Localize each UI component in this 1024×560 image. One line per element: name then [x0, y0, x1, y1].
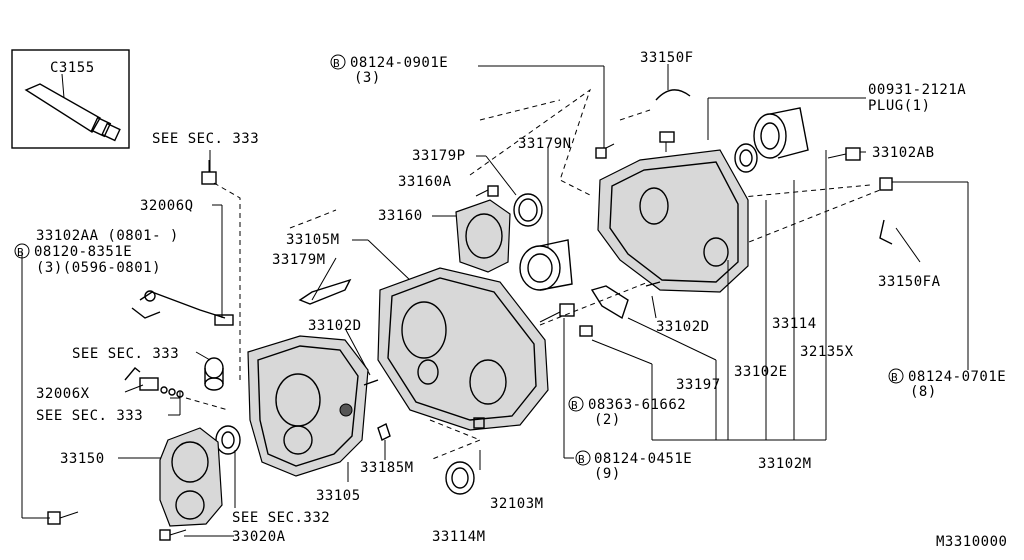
- label-see333-low: SEE SEC. 333: [36, 408, 143, 424]
- label-c3155: C3155: [50, 60, 95, 76]
- label-08363-qty: (2): [594, 412, 621, 428]
- bolt-symbol-0901: [330, 54, 346, 70]
- label-plug: PLUG(1): [868, 98, 931, 114]
- label-08124-0451e: 08124-0451E: [594, 451, 692, 467]
- plug-00931: [659, 131, 675, 152]
- label-08124-0701e: 08124-0701E: [908, 369, 1006, 385]
- label-08124-0901e: 08124-0901E: [350, 55, 448, 71]
- label-33179p: 33179P: [412, 148, 466, 164]
- label-08120-qty: (3)(0596-0801): [36, 260, 161, 276]
- bolt-08124-0701e: [879, 177, 893, 191]
- right-leader-lines: [432, 64, 969, 459]
- label-08124-0701e-qty: (8): [910, 384, 937, 400]
- harness-32006q: [131, 290, 234, 326]
- label-33179m: 33179M: [272, 252, 326, 268]
- label-00931: 00931-2121A: [868, 82, 966, 98]
- label-see332: SEE SEC.332: [232, 510, 330, 526]
- label-see333-top: SEE SEC. 333: [152, 131, 259, 147]
- label-33160: 33160: [378, 208, 423, 224]
- label-08363: 08363-61662: [588, 397, 686, 413]
- bolt-symbol-0451: [575, 450, 591, 466]
- bolt-33102ab: [827, 147, 861, 161]
- rear-cover-33150: [159, 427, 223, 527]
- label-08120: 08120-8351E: [34, 244, 132, 260]
- bolt-symbol-0701-text: B: [891, 371, 898, 384]
- bolt-symbol-08120-text: B: [17, 246, 24, 259]
- bolt-symbol-0451-text: B: [578, 453, 585, 466]
- label-08124-0901e-qty: (3): [354, 70, 381, 86]
- label-33114m: 33114M: [432, 529, 486, 545]
- bolt-33020a: [159, 529, 187, 541]
- bolt-symbol-08363-text: B: [571, 399, 578, 412]
- switch-32006x: [124, 367, 184, 398]
- bolt-symbol-08363: [568, 396, 584, 412]
- label-33150: 33150: [60, 451, 105, 467]
- label-33150f: 33150F: [640, 50, 694, 66]
- label-32103m: 32103M: [490, 496, 544, 512]
- pin-33102d-right: [645, 281, 661, 287]
- label-33102e: 33102E: [734, 364, 788, 380]
- bearing-retainer-33160: [455, 199, 511, 273]
- label-33179n: 33179N: [518, 136, 572, 152]
- label-08124-0451e-qty: (9): [594, 466, 621, 482]
- label-32135x: 32135X: [800, 344, 854, 360]
- bolt-08124-0451e: [539, 303, 575, 323]
- clip-33150fa: [879, 219, 893, 245]
- leader-lines: [21, 150, 481, 537]
- bolt-08124-0901e: [595, 143, 615, 159]
- label-33102d-left: 33102D: [308, 318, 362, 334]
- label-33150fa: 33150FA: [878, 274, 941, 290]
- bolt-symbol-08120: [14, 243, 30, 259]
- label-33114: 33114: [772, 316, 817, 332]
- clip-33150f: [655, 89, 691, 101]
- bolt-33160a: [475, 185, 499, 197]
- pin-33102d-left: [363, 379, 379, 386]
- bearing-32135x: [753, 107, 809, 159]
- label-33105m: 33105M: [286, 232, 340, 248]
- front-case-33102m: [597, 149, 749, 293]
- bolt-symbol-0701: [888, 368, 904, 384]
- seal-33179p: [513, 193, 543, 227]
- label-32006q: 32006Q: [140, 198, 194, 214]
- bolt-33102aa: [47, 511, 79, 525]
- label-32006x: 32006X: [36, 386, 90, 402]
- label-33185m: 33185M: [360, 460, 414, 476]
- label-33160a: 33160A: [398, 174, 452, 190]
- bolt-symbol-0901-text: B: [333, 57, 340, 70]
- seal-33179m: [298, 278, 352, 305]
- seal-33185m: [377, 423, 391, 441]
- bolt-32103m: [473, 417, 485, 429]
- label-33102ab: 33102AB: [872, 145, 935, 161]
- label-see333-mid: SEE SEC. 333: [72, 346, 179, 362]
- bolt-08363: [579, 325, 593, 337]
- adapter-case-33105: [215, 335, 369, 477]
- label-33105: 33105: [316, 488, 361, 504]
- seal-33114: [734, 143, 758, 173]
- sleeve-33179n: [519, 239, 573, 291]
- label-33102d-right: 33102D: [656, 319, 710, 335]
- label-33102aa: 33102AA (0801- ): [36, 228, 179, 244]
- sealant-tube-icon: [24, 73, 121, 142]
- bracket-33197: [590, 285, 629, 320]
- bolt-32006q-top: [201, 160, 217, 185]
- seal-33114m: [445, 461, 475, 495]
- label-33197: 33197: [676, 377, 721, 393]
- drawing-code: M3310000: [936, 534, 1007, 550]
- plug-part-see333: [204, 357, 224, 391]
- label-33102m: 33102M: [758, 456, 812, 472]
- label-33020a: 33020A: [232, 529, 286, 545]
- center-case-33105m: [377, 267, 549, 431]
- sealant-box: [11, 49, 130, 149]
